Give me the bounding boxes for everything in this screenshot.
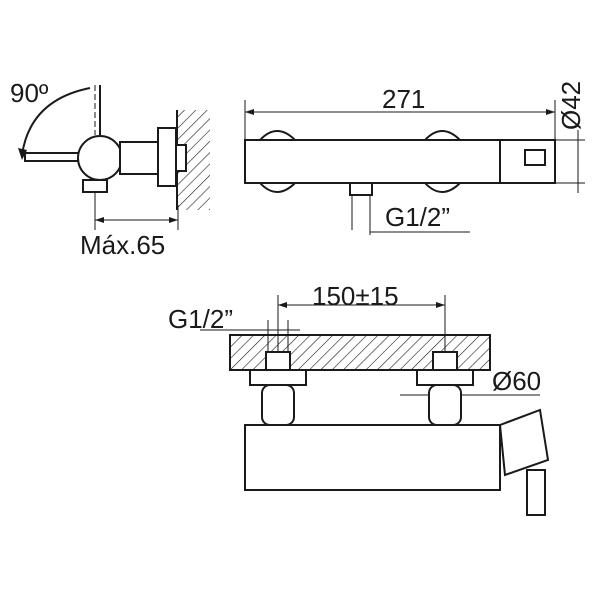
front-view	[200, 295, 550, 516]
label-inlet-thread-bottom: G1/2”	[168, 304, 234, 334]
label-rotation-angle: 90º	[10, 78, 49, 108]
label-max-projection: Máx.65	[80, 230, 166, 260]
rotation-arc	[21, 87, 91, 156]
label-body-diameter: Ø42	[556, 80, 586, 130]
lever-front	[498, 408, 550, 477]
top-view	[244, 100, 585, 235]
valve-circle	[77, 135, 123, 181]
label-escutcheon-diameter: Ø60	[492, 366, 542, 396]
label-center-distance: 150±15	[312, 281, 399, 311]
body-top	[244, 139, 556, 184]
label-inlet-thread-top: G1/2”	[385, 202, 451, 232]
side-view	[18, 85, 210, 230]
label-length: 271	[382, 84, 426, 114]
body-front	[244, 424, 501, 491]
